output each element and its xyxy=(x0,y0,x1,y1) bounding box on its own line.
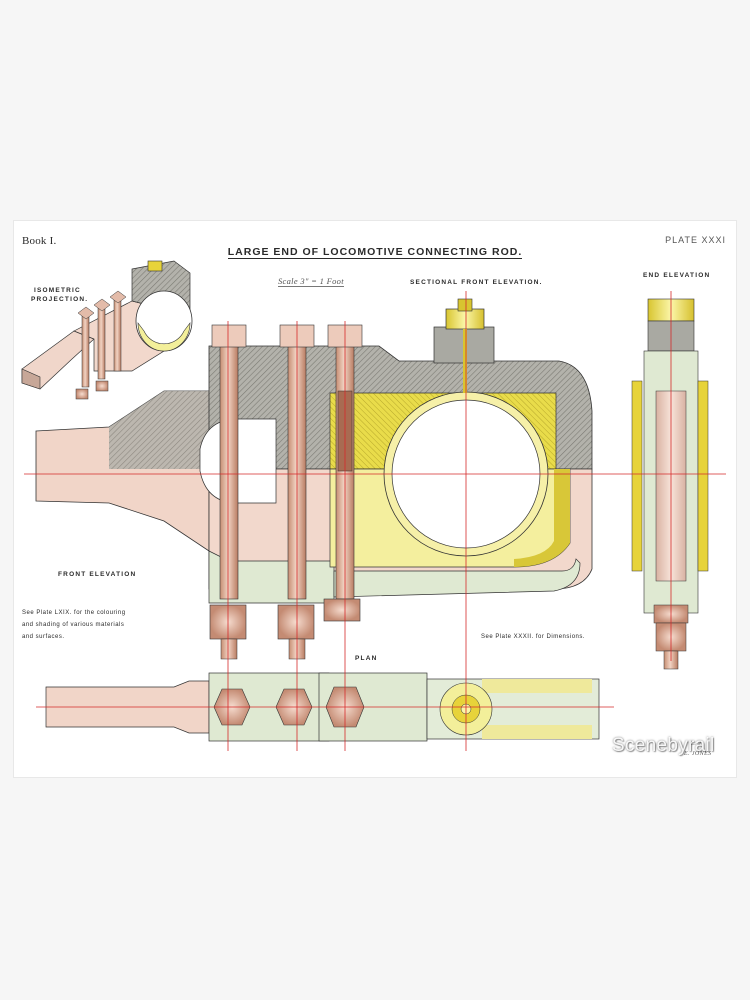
end-elevation-label: END ELEVATION xyxy=(643,272,711,279)
center-lines xyxy=(24,291,726,751)
watermark: Scenebyrail xyxy=(612,735,715,756)
end-brass-left xyxy=(631,380,643,572)
front-elevation xyxy=(35,298,593,660)
end-elevation xyxy=(631,298,709,670)
plate-number: PLATE XXXI xyxy=(665,235,726,245)
isometric-label-line1: ISOMETRIC xyxy=(34,287,81,294)
colouring-note-line2: and shading of various materials xyxy=(22,622,125,628)
isometric-label-line2: PROJECTION. xyxy=(31,296,89,303)
nut-3 xyxy=(323,598,361,622)
end-brass-right xyxy=(697,380,709,572)
plan-yellow-band-2 xyxy=(482,725,592,739)
iso-grease-cup xyxy=(147,260,163,272)
oil-cup-cap xyxy=(457,298,473,312)
signature-line2: E. JONES xyxy=(684,751,712,757)
oil-cup-top xyxy=(445,308,485,330)
brass-lower-edge xyxy=(514,469,570,567)
plate-title-text: LARGE END OF LOCOMOTIVE CONNECTING ROD. xyxy=(227,246,523,259)
iso-bolt-head-3 xyxy=(109,290,127,304)
iso-bolt-3 xyxy=(113,296,122,372)
drawing-canvas xyxy=(21,260,726,751)
dimensions-note: See Plate XXXII. for Dimensions. xyxy=(481,634,586,640)
iso-bolt-1 xyxy=(81,312,90,388)
colouring-note-line3: and surfaces. xyxy=(22,634,65,640)
iso-bolt-head-1 xyxy=(77,306,95,320)
iso-rod-side xyxy=(21,368,41,390)
iso-brass xyxy=(137,322,191,352)
bolt-1-tail xyxy=(220,638,238,660)
front-elevation-label: FRONT ELEVATION xyxy=(58,571,137,578)
plan-yellow-band xyxy=(482,679,592,693)
bolt-1-shank xyxy=(219,326,239,600)
plate-title: LARGE END OF LOCOMOTIVE CONNECTING ROD. xyxy=(14,246,736,259)
bolt-1-head xyxy=(211,324,247,348)
iso-bearing-bore xyxy=(135,290,193,352)
isometric-projection xyxy=(21,260,193,400)
scale-label: Scale 3" = 1 Foot xyxy=(278,276,344,287)
iso-nut-2 xyxy=(95,380,109,392)
plan-label: PLAN xyxy=(355,655,378,662)
book-label: Book I. xyxy=(22,235,57,247)
sectional-front-elevation-label: SECTIONAL FRONT ELEVATION. xyxy=(410,279,543,286)
strap-flange-green xyxy=(333,558,581,598)
colouring-note-line1: See Plate LXIX. for the colouring xyxy=(22,610,126,616)
rod-shank-hatched xyxy=(109,391,209,469)
nut-2 xyxy=(277,604,315,640)
iso-bolt-2 xyxy=(97,304,106,380)
iso-bolt-head-2 xyxy=(93,298,111,312)
signature-line1: C. J. xyxy=(690,741,704,747)
iso-nut-1 xyxy=(75,388,89,400)
drawing-sheet: Book I. PLATE XXXI LARGE END OF LOCOMOTI… xyxy=(14,221,736,777)
